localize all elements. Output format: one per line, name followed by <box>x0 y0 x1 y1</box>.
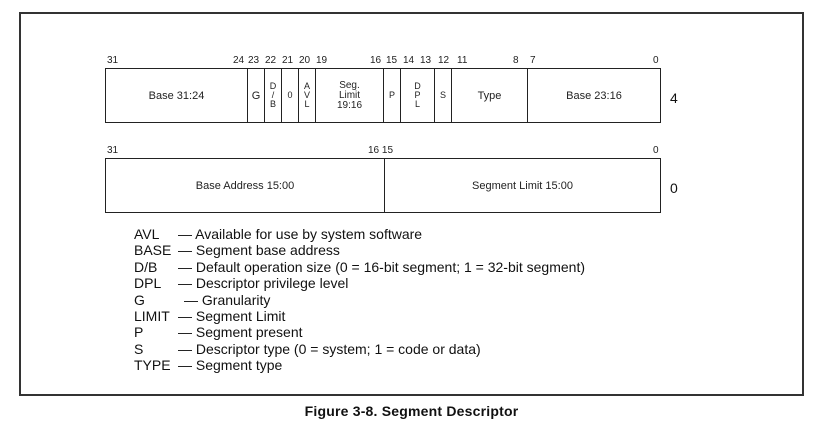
bit-label-row2-0: 0 <box>653 145 659 156</box>
field-base-address-15-00: Base Address 15:00 <box>106 159 385 212</box>
legend-desc: — Descriptor privilege level <box>178 275 349 292</box>
legend-item-type: TYPE — Segment type <box>134 357 585 373</box>
bit-label-0: 0 <box>653 55 659 66</box>
bit-label-7: 7 <box>530 55 536 66</box>
legend-term: LIMIT <box>134 308 170 325</box>
bit-label-12: 12 <box>438 55 450 66</box>
legend-item-db: D/B — Default operation size (0 = 16-bit … <box>134 259 585 275</box>
bit-label-row2-31: 31 <box>107 145 119 156</box>
field-db-line3: B <box>269 99 276 109</box>
legend-item-dpl: DPL — Descriptor privilege level <box>134 275 585 291</box>
field-s: S <box>435 69 452 122</box>
bit-label-24: 24 <box>233 55 245 66</box>
legend: AVL — Available for use by system softwar… <box>134 226 585 374</box>
figure-caption: Figure 3-8. Segment Descriptor <box>304 403 519 419</box>
field-db-line2: / <box>271 90 275 100</box>
field-db-line1: D <box>269 81 277 91</box>
bit-label-19: 19 <box>316 55 328 66</box>
row-offset-0: 0 <box>670 180 678 196</box>
field-seg-limit-line2: Limit <box>338 89 361 101</box>
descriptor-low-dword: Base Address 15:00 Segment Limit 15:00 <box>105 158 661 213</box>
field-base-31-24: Base 31:24 <box>106 69 248 122</box>
legend-desc: — Granularity <box>184 291 271 308</box>
descriptor-high-dword: Base 31:24 G D / B 0 A V L Seg. Limit 19… <box>105 68 661 123</box>
field-avl-line1: A <box>303 81 310 91</box>
legend-desc: — Segment Limit <box>178 308 286 325</box>
bit-label-11: 11 <box>457 55 468 66</box>
bit-label-23: 23 <box>248 55 260 66</box>
field-type: Type <box>452 69 528 122</box>
legend-item-avl: AVL — Available for use by system softwar… <box>134 226 585 242</box>
bit-label-row2-16-15: 16 15 <box>368 145 394 156</box>
field-db: D / B <box>265 69 282 122</box>
field-avl-line2: V <box>303 90 310 100</box>
legend-desc: — Descriptor type (0 = system; 1 = code … <box>178 340 481 357</box>
field-g: G <box>248 69 265 122</box>
field-dpl: D P L <box>401 69 435 122</box>
legend-item-p: P — Segment present <box>134 324 585 340</box>
bit-label-31: 31 <box>107 55 119 66</box>
field-base-23-16: Base 23:16 <box>566 89 622 102</box>
field-dpl-line1: D <box>414 81 421 91</box>
field-zero: 0 <box>282 69 299 122</box>
legend-term: DPL <box>134 275 162 292</box>
legend-desc: — Available for use by system software <box>178 226 423 242</box>
bit-label-21: 21 <box>282 55 294 66</box>
field-avl-line3: L <box>304 99 310 109</box>
bit-label-8: 8 <box>513 55 519 66</box>
legend-item-s: S — Descriptor type (0 = system; 1 = code… <box>134 341 585 357</box>
field-seg-limit-line3: 19:16 <box>336 99 363 111</box>
field-p: P <box>384 69 401 122</box>
field-dpl-line3: L <box>414 99 420 109</box>
legend-desc: — Segment type <box>178 357 283 374</box>
legend-term: D/B <box>134 258 158 275</box>
legend-desc: — Default operation size (0 = 16-bit seg… <box>178 258 585 275</box>
bit-label-16: 16 <box>370 55 382 66</box>
legend-desc: — Segment present <box>178 324 303 341</box>
field-dpl-line2: P <box>414 90 421 100</box>
bit-label-13: 13 <box>420 55 432 66</box>
bit-label-15: 15 <box>386 55 398 66</box>
bit-label-14: 14 <box>403 55 415 66</box>
legend-term: TYPE <box>134 357 171 374</box>
legend-item-limit: LIMIT — Segment Limit <box>134 308 585 324</box>
bit-label-22: 22 <box>265 55 277 66</box>
legend-term: AVL <box>134 226 160 242</box>
field-seg-limit-line1: Seg. <box>339 79 360 91</box>
field-avl: A V L <box>299 69 316 122</box>
legend-term: G <box>134 291 145 308</box>
legend-item-g: G — Granularity <box>134 292 585 308</box>
legend-item-base: BASE — Segment base address <box>134 242 585 258</box>
field-segment-limit-15-00: Segment Limit 15:00 <box>472 179 573 192</box>
legend-term: BASE <box>134 242 172 259</box>
legend-term: S <box>134 340 144 357</box>
bit-label-20: 20 <box>299 55 311 66</box>
legend-desc: — Segment base address <box>178 242 340 259</box>
row-offset-4: 4 <box>670 90 678 106</box>
legend-term: P <box>134 324 144 341</box>
field-seg-limit-19-16: Seg. Limit 19:16 <box>316 69 384 122</box>
